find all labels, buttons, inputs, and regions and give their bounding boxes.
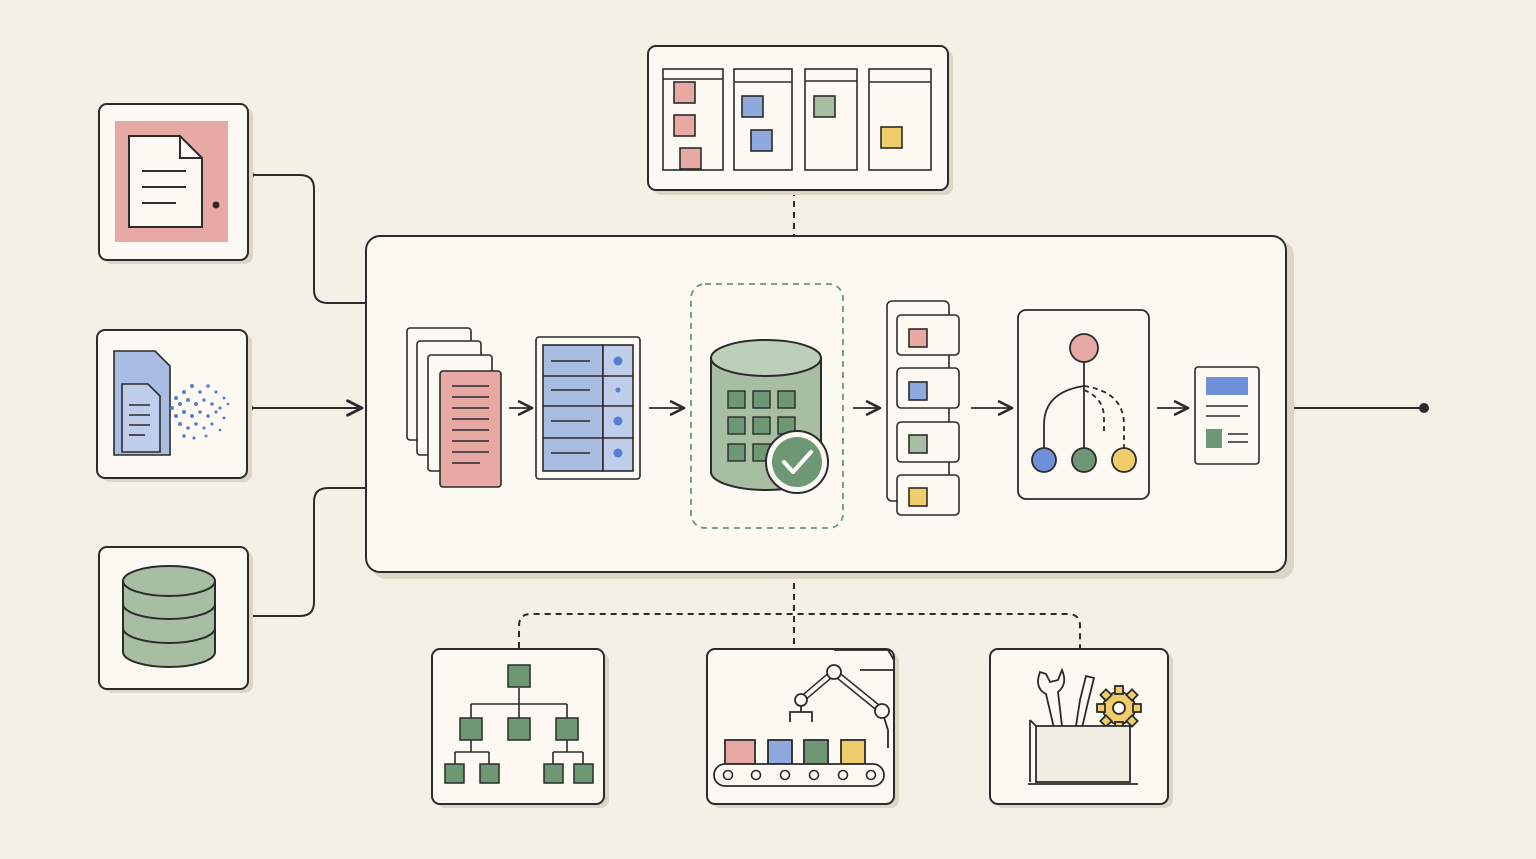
hierarchy-icon bbox=[444, 664, 594, 784]
connectors bbox=[248, 174, 1424, 648]
branch-tree-icon bbox=[1017, 309, 1150, 500]
validated-database-icon bbox=[690, 283, 844, 529]
connector-document-to-hub bbox=[249, 174, 366, 304]
output-endpoint-dot bbox=[1419, 403, 1429, 413]
tools-module bbox=[989, 648, 1173, 808]
hierarchy-module bbox=[431, 648, 609, 808]
check-badge-icon bbox=[765, 430, 829, 494]
files-icon bbox=[113, 350, 171, 456]
particle-dots bbox=[170, 384, 230, 440]
robot-arm-icon bbox=[713, 649, 895, 787]
toolbox-icon bbox=[1028, 667, 1142, 785]
report-icon bbox=[1194, 366, 1260, 465]
automation-module bbox=[706, 648, 899, 808]
processing-hub bbox=[365, 235, 1294, 579]
item-stack-icon bbox=[886, 300, 960, 516]
connector-modules-branch bbox=[518, 613, 1081, 648]
kanban-board-icon bbox=[662, 68, 932, 171]
file-stream-source bbox=[96, 329, 252, 482]
kanban-board-module bbox=[647, 45, 953, 195]
document-source bbox=[98, 103, 253, 264]
document-icon bbox=[128, 135, 203, 228]
stacked-documents-icon bbox=[406, 327, 502, 488]
wrench-icon bbox=[1037, 667, 1066, 730]
database-icon bbox=[122, 565, 216, 668]
database-source bbox=[98, 546, 253, 693]
gear-icon bbox=[1096, 685, 1142, 731]
connector-database-to-hub bbox=[248, 487, 366, 617]
record-list-icon bbox=[535, 336, 641, 480]
